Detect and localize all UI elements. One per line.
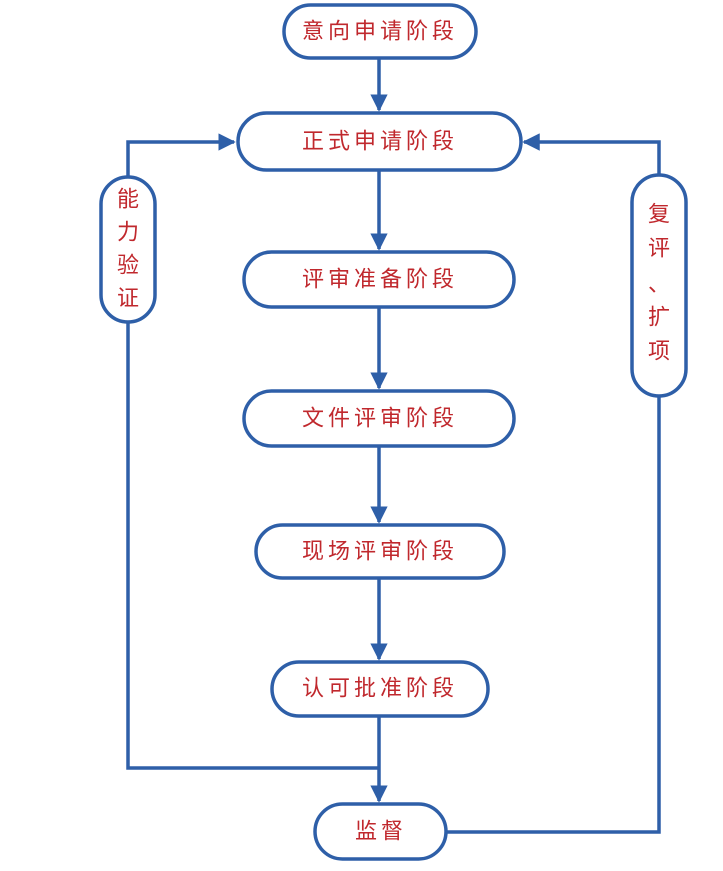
side-char: 验 — [117, 254, 139, 279]
arrow-left-loop-to-formal — [126, 133, 379, 770]
node-onsite-review: 现场评审阶段 — [254, 523, 506, 580]
side-char: 、 — [648, 273, 670, 298]
side-char: 评 — [648, 237, 670, 262]
side-label-reassessment-extension: 复 评 、 扩 项 — [630, 173, 688, 398]
side-char: 力 — [117, 221, 139, 246]
node-formal-application: 正式申请阶段 — [236, 111, 523, 172]
node-intent-application: 意向申请阶段 — [282, 3, 478, 60]
connectors — [126, 58, 661, 834]
node-label: 现场评审阶段 — [302, 540, 458, 565]
side-char: 能 — [117, 188, 139, 213]
side-char: 证 — [117, 287, 139, 312]
node-label: 监督 — [355, 820, 407, 845]
node-label: 评审准备阶段 — [302, 268, 458, 293]
node-label: 认可批准阶段 — [302, 677, 458, 702]
node-accreditation-approval: 认可批准阶段 — [270, 660, 490, 718]
node-label: 正式申请阶段 — [302, 130, 458, 155]
node-label: 文件评审阶段 — [302, 407, 458, 432]
node-label: 意向申请阶段 — [302, 20, 458, 45]
node-review-preparation: 评审准备阶段 — [242, 250, 516, 309]
side-char: 复 — [648, 203, 670, 228]
node-supervision: 监督 — [313, 802, 448, 861]
side-label-proficiency-testing: 能 力 验 证 — [99, 175, 157, 324]
arrow-right-loop-to-formal — [446, 133, 661, 834]
node-document-review: 文件评审阶段 — [242, 389, 516, 448]
stage-nodes: 意向申请阶段 正式申请阶段 评审准备阶段 文件评审阶段 现场评审阶段 认可批准阶… — [236, 3, 523, 861]
side-char: 项 — [648, 340, 670, 365]
side-char: 扩 — [648, 306, 670, 331]
